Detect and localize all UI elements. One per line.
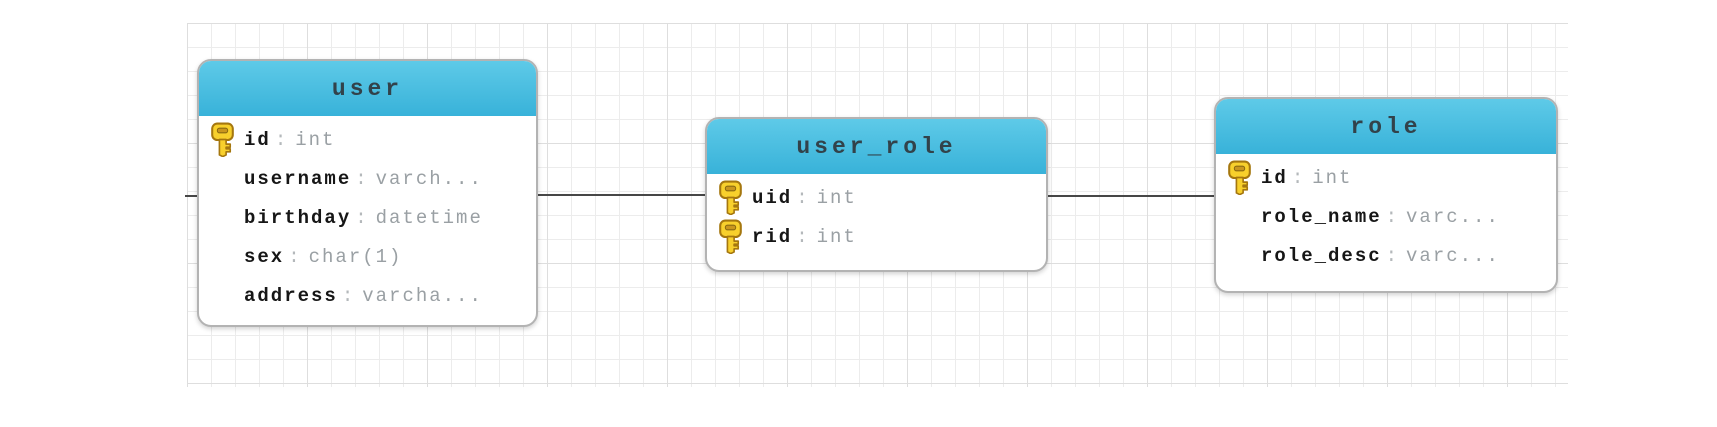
colon-separator: :	[288, 245, 302, 268]
primary-key-icon	[718, 219, 752, 254]
column-type: datetime	[375, 206, 483, 229]
entity-user-body: id : int username : varch... birthday : …	[199, 116, 536, 315]
colon-separator: :	[1291, 166, 1306, 189]
entity-user-header[interactable]: user	[199, 61, 536, 116]
column-name: username	[244, 167, 352, 190]
column-type: varc...	[1406, 205, 1500, 228]
column-type: varc...	[1406, 244, 1500, 267]
entity-title: role	[1350, 113, 1422, 140]
column-row-id[interactable]: id : int	[1216, 158, 1556, 197]
entity-user-role[interactable]: user_role uid : int rid	[705, 117, 1048, 272]
colon-separator: :	[274, 128, 289, 151]
column-row-id[interactable]: id : int	[199, 120, 536, 159]
column-type: char(1)	[308, 245, 403, 268]
column-name: role_desc	[1261, 244, 1382, 267]
column-row-sex[interactable]: sex : char(1)	[199, 237, 536, 276]
entity-user-role-header[interactable]: user_role	[707, 119, 1046, 174]
colon-separator: :	[341, 284, 356, 307]
column-name: rid	[752, 225, 793, 248]
entity-user-role-body: uid : int rid : int	[707, 174, 1046, 256]
colon-separator: :	[355, 206, 369, 229]
column-name: role_name	[1261, 205, 1382, 228]
relation-line-left-edge-to-user[interactable]	[185, 195, 198, 197]
entity-title: user_role	[796, 133, 957, 160]
column-type: int	[295, 128, 336, 151]
colon-separator: :	[796, 225, 810, 248]
entity-user[interactable]: user id : int username : varch... birthd…	[197, 59, 538, 327]
colon-separator: :	[796, 186, 810, 209]
column-row-rid[interactable]: rid : int	[707, 217, 1046, 256]
column-row-address[interactable]: address : varcha...	[199, 276, 536, 315]
column-type: varch...	[375, 167, 483, 190]
column-row-role-desc[interactable]: role_desc : varc...	[1216, 236, 1556, 275]
column-type: int	[1312, 166, 1353, 189]
column-name: birthday	[244, 206, 352, 229]
relation-line-user-role-to-role[interactable]	[1047, 195, 1215, 197]
column-row-role-name[interactable]: role_name : varc...	[1216, 197, 1556, 236]
column-type: varcha...	[362, 284, 483, 307]
relation-line-user-to-user-role[interactable]	[537, 194, 706, 196]
column-type: int	[816, 186, 857, 209]
column-name: address	[244, 284, 338, 307]
colon-separator: :	[1385, 205, 1400, 228]
column-type: int	[816, 225, 857, 248]
column-name: id	[244, 128, 271, 151]
column-name: sex	[244, 245, 285, 268]
primary-key-icon	[718, 180, 752, 215]
primary-key-icon	[210, 122, 244, 157]
entity-role-body: id : int role_name : varc... role_desc :…	[1216, 154, 1556, 275]
primary-key-icon	[1227, 160, 1261, 195]
column-row-username[interactable]: username : varch...	[199, 159, 536, 198]
colon-separator: :	[1385, 244, 1400, 267]
column-name: uid	[752, 186, 793, 209]
column-row-uid[interactable]: uid : int	[707, 178, 1046, 217]
entity-role[interactable]: role id : int role_name : varc... role_d…	[1214, 97, 1558, 293]
entity-role-header[interactable]: role	[1216, 99, 1556, 154]
column-row-birthday[interactable]: birthday : datetime	[199, 198, 536, 237]
column-name: id	[1261, 166, 1288, 189]
entity-title: user	[331, 75, 404, 102]
colon-separator: :	[355, 167, 369, 190]
